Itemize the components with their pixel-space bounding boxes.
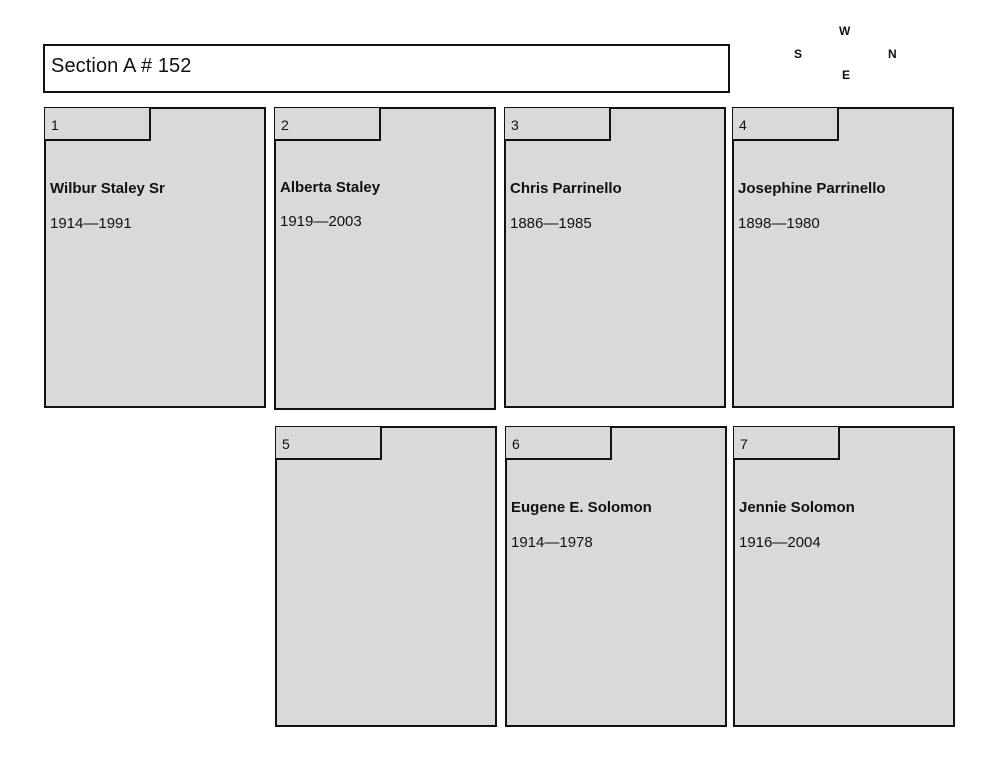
plot-6[interactable]: 6 Eugene E. Solomon 1914—1978 xyxy=(505,426,727,727)
plot-5[interactable]: 5 xyxy=(275,426,497,727)
plot-dates: 1916—2004 xyxy=(739,534,821,551)
section-title-box: Section A # 152 xyxy=(43,44,730,93)
plot-7[interactable]: 7 Jennie Solomon 1916—2004 xyxy=(733,426,955,727)
plot-name: Wilbur Staley Sr xyxy=(50,180,165,197)
plot-dates: 1914—1991 xyxy=(50,215,132,232)
plot-dates: 1914—1978 xyxy=(511,534,593,551)
plot-number: 1 xyxy=(45,108,151,141)
plot-name: Eugene E. Solomon xyxy=(511,499,652,516)
plot-number: 2 xyxy=(275,108,381,141)
plot-dates: 1886—1985 xyxy=(510,215,592,232)
plot-dates: 1898—1980 xyxy=(738,215,820,232)
plot-name: Chris Parrinello xyxy=(510,180,622,197)
plot-number: 6 xyxy=(506,427,612,460)
plot-1[interactable]: 1 Wilbur Staley Sr 1914—1991 xyxy=(44,107,266,408)
plot-2[interactable]: 2 Alberta Staley 1919—2003 xyxy=(274,107,496,410)
plot-number: 3 xyxy=(505,108,611,141)
plot-number: 5 xyxy=(276,427,382,460)
compass-north-label: N xyxy=(888,47,897,61)
plot-name: Josephine Parrinello xyxy=(738,180,886,197)
plot-number: 7 xyxy=(734,427,840,460)
compass-west-label: W xyxy=(839,24,851,38)
plot-dates: 1919—2003 xyxy=(280,213,362,230)
plot-3[interactable]: 3 Chris Parrinello 1886—1985 xyxy=(504,107,726,408)
section-title: Section A # 152 xyxy=(51,55,192,77)
plot-name: Jennie Solomon xyxy=(739,499,855,516)
plot-number: 4 xyxy=(733,108,839,141)
compass-south-label: S xyxy=(794,47,803,61)
plot-4[interactable]: 4 Josephine Parrinello 1898—1980 xyxy=(732,107,954,408)
plot-name: Alberta Staley xyxy=(280,179,381,196)
compass-east-label: E xyxy=(842,68,851,82)
compass-rose: W S N E xyxy=(780,20,920,90)
